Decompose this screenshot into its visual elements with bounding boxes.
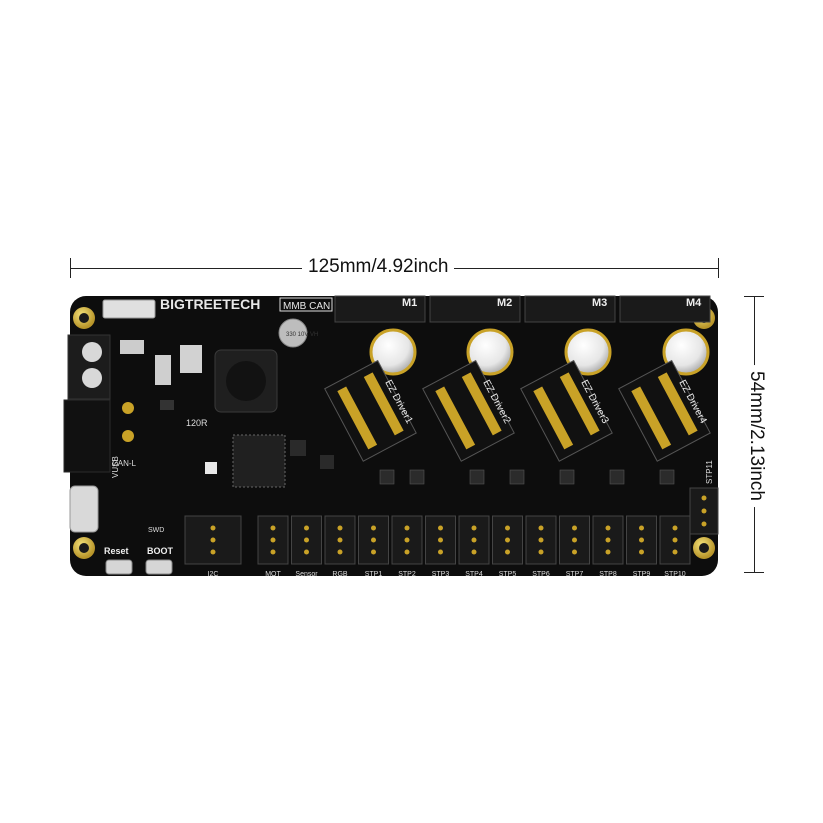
connector-pin — [471, 537, 477, 543]
usb-c-port — [69, 485, 99, 533]
connector-pin — [270, 525, 276, 531]
connector-pin — [304, 537, 309, 543]
connector-pin — [605, 549, 611, 555]
motor-label-m3: M3 — [592, 297, 607, 309]
motor-label-m2: M2 — [497, 297, 512, 309]
connector-pin — [404, 549, 410, 555]
connector-pin — [210, 525, 216, 531]
connector-pin — [672, 549, 678, 555]
connector-pin — [672, 525, 678, 531]
connector-label-stp4: STP4 — [465, 571, 483, 578]
connector-pin — [572, 549, 577, 555]
connector-label-stp2: STP2 — [398, 571, 416, 578]
can-connector — [63, 399, 111, 473]
connector-pin — [605, 537, 611, 543]
connector-pin — [572, 537, 577, 543]
connector-pin — [404, 537, 410, 543]
boot-button — [145, 559, 173, 575]
connector-label-stp1: STP1 — [365, 571, 383, 578]
can-label: CAN-L — [112, 459, 137, 468]
driver-capacitor-3 — [564, 328, 612, 376]
model-label: MMB CAN — [283, 301, 330, 312]
connector-pin — [404, 525, 410, 531]
connector-label-i2c: I2C — [208, 571, 219, 578]
height-dimension-tick-bottom — [744, 572, 764, 573]
driver-capacitor-4 — [662, 328, 710, 376]
connector-label-stp5: STP5 — [499, 571, 517, 578]
driver-socket-1 — [324, 359, 417, 462]
connector-pin — [438, 537, 443, 543]
fuse — [102, 299, 156, 319]
capacitor-label: 330 10V VH — [286, 332, 318, 338]
connector-stp2 — [391, 515, 423, 565]
connector-pin — [639, 525, 644, 531]
connector-pin — [304, 549, 309, 555]
resistor-label: 120R — [186, 418, 208, 428]
connector-pin — [639, 549, 644, 555]
driver-capacitor-2 — [466, 328, 514, 376]
connector-pin — [337, 537, 343, 543]
connector-label-sensor: Sensor — [295, 571, 318, 578]
small-components-row — [379, 469, 675, 485]
driver-capacitor-1 — [369, 328, 417, 376]
usb-label: VUSB — [111, 456, 120, 478]
connector-label-rgb: RGB — [332, 571, 348, 578]
reset-button — [105, 559, 133, 575]
connector-stp9 — [626, 515, 657, 565]
driver-socket-2 — [422, 359, 515, 462]
connector-pin — [270, 549, 276, 555]
driver-socket-4 — [618, 359, 711, 462]
connector-pin — [304, 525, 309, 531]
connector-pin — [672, 537, 678, 543]
connector-pin — [505, 537, 510, 543]
connector-pin — [471, 549, 477, 555]
bottom-connector-row: I2C MOT Sensor RGB STP1 STP2 STP3 STP4 STP5 STP6 S… — [184, 515, 691, 578]
width-dimension-label: 125mm/4.92inch — [302, 256, 455, 278]
connector-pin — [505, 549, 510, 555]
connector-label-mot: MOT — [265, 571, 281, 578]
connector-i2c — [184, 515, 242, 565]
connector-pin — [538, 549, 544, 555]
connector-pin — [438, 549, 443, 555]
motor-label-m1: M1 — [402, 297, 417, 309]
connector-pin — [505, 525, 510, 531]
connector-pin — [605, 525, 611, 531]
connector-pin — [639, 537, 644, 543]
driver-socket-3 — [520, 359, 613, 462]
swd-label: SWD — [148, 527, 164, 534]
connector-pin — [210, 537, 216, 543]
motor-label-m4: M4 — [686, 297, 702, 309]
connector-label-stp9: STP9 — [633, 571, 651, 578]
connector-pin — [270, 537, 276, 543]
stp11-label: STP11 — [705, 460, 714, 484]
mcu-chip — [232, 434, 286, 488]
connector-pin — [538, 525, 544, 531]
power-capacitor — [278, 318, 308, 348]
connector-label-stp7: STP7 — [566, 571, 584, 578]
connector-pin — [538, 537, 544, 543]
connector-pin — [438, 525, 443, 531]
connector-pin — [337, 549, 343, 555]
connector-pin — [371, 525, 376, 531]
reset-label: Reset — [104, 546, 129, 556]
power-terminal — [67, 334, 111, 400]
brand-label: BIGTREETECH — [160, 296, 260, 312]
connector-pin — [371, 537, 376, 543]
connector-pin — [572, 525, 577, 531]
width-dimension-tick-right — [718, 258, 719, 278]
height-dimension-tick-top — [744, 296, 764, 297]
connector-pin — [210, 549, 216, 555]
motor-connectors — [334, 295, 711, 323]
boot-label: BOOT — [147, 546, 174, 556]
connector-label-stp3: STP3 — [432, 571, 450, 578]
width-dimension-tick-left — [70, 258, 71, 278]
connector-pin — [337, 525, 343, 531]
connector-pin — [471, 525, 477, 531]
connector-label-stp10: STP10 — [664, 571, 686, 578]
connector-label-stp6: STP6 — [532, 571, 550, 578]
connector-label-stp8: STP8 — [599, 571, 617, 578]
connector-pin — [371, 549, 376, 555]
